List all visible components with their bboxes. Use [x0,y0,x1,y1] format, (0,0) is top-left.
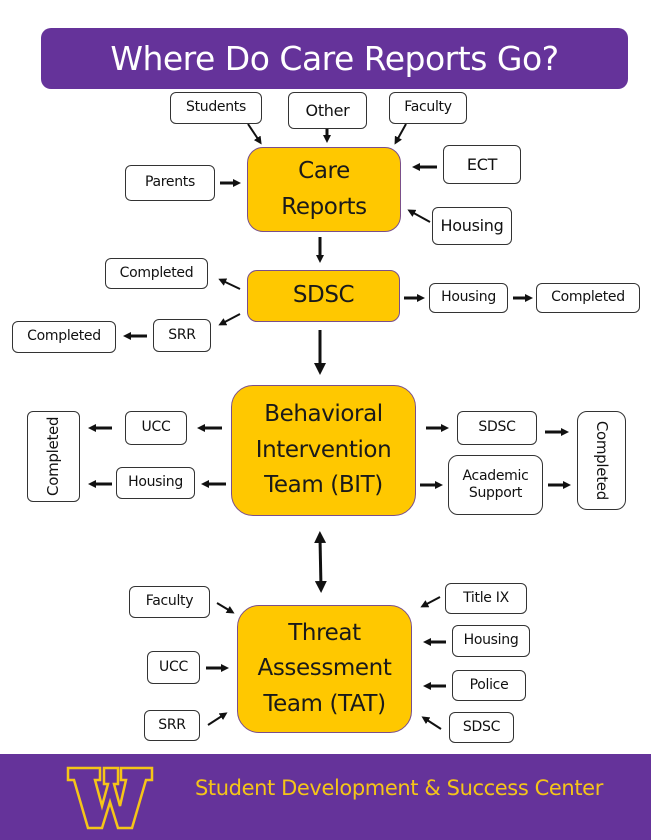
bit-housing-node: Housing [116,467,195,499]
bit-right-completed-label: Completed [592,420,611,501]
w-logo-icon [66,766,154,830]
tat-label-line1: Threat [288,619,361,646]
sdsc-completed-node: Completed [105,258,208,289]
bit-label-line3: Team (BIT) [264,472,383,499]
sdsc-housing-node: Housing [429,283,508,313]
input-students: Students [170,92,262,124]
tat-input-police: Police [452,670,526,701]
bit-right-completed-node: Completed [577,411,626,510]
bit-ucc-node: UCC [125,411,187,445]
bit-left-completed-label: Completed [44,416,63,497]
arrow-faculty-to-care [394,123,407,145]
arrow-sdsc-to-completed [218,278,241,290]
input-faculty: Faculty [389,92,467,124]
sdsc-srr-node: SRR [153,319,211,352]
arrow-students-to-care [247,123,262,145]
tat-node: Threat Assessment Team (TAT) [237,605,412,733]
srr-completed-node: Completed [12,321,116,353]
tat-label-line2: Assessment [257,655,392,682]
input-other: Other [288,92,367,129]
org-name: Student Development & Success Center [195,776,603,800]
care-reports-label-line2: Reports [281,193,367,220]
bit-label-line2: Intervention [255,436,392,463]
arrow-srr-to-tat [207,712,228,726]
page-title: Where Do Care Reports Go? [41,28,628,89]
sdsc-label: SDSC [292,282,355,309]
arrow-titleix-to-tat [420,596,441,608]
input-ect: ECT [443,145,521,184]
arrow-sdsc-to-srr [218,313,241,326]
input-parents: Parents [125,165,215,201]
input-housing: Housing [432,207,512,245]
tat-label-line3: Team (TAT) [263,690,386,717]
bit-sdsc-node: SDSC [457,411,537,445]
tat-input-ucc: UCC [147,651,200,684]
care-reports-label-line1: Care [298,157,350,184]
tat-input-housing: Housing [452,625,530,657]
care-reports-node: Care Reports [247,147,401,232]
arrow-faculty-to-tat [216,602,235,614]
housing-completed-node: Completed [536,283,640,313]
academic-support-line1: Academic [462,467,529,484]
tat-input-faculty: Faculty [129,586,210,618]
tat-input-sdsc: SDSC [449,712,514,743]
sdsc-node: SDSC [247,270,400,322]
bit-left-completed-node: Completed [27,411,80,502]
tat-input-title-ix: Title IX [445,583,527,614]
bit-label-line1: Behavioral [264,401,383,428]
arrow-housing-to-care [407,209,431,223]
bit-node: Behavioral Intervention Team (BIT) [231,385,416,516]
academic-support-line2: Support [468,485,523,501]
arrow-bit-tat-bidirectional [314,531,327,593]
bit-academic-support-node: Academic Support [448,455,543,515]
tat-input-srr: SRR [144,710,200,741]
arrow-sdsc-to-tat [421,716,442,730]
footer-bar: Student Development & Success Center [0,754,651,840]
